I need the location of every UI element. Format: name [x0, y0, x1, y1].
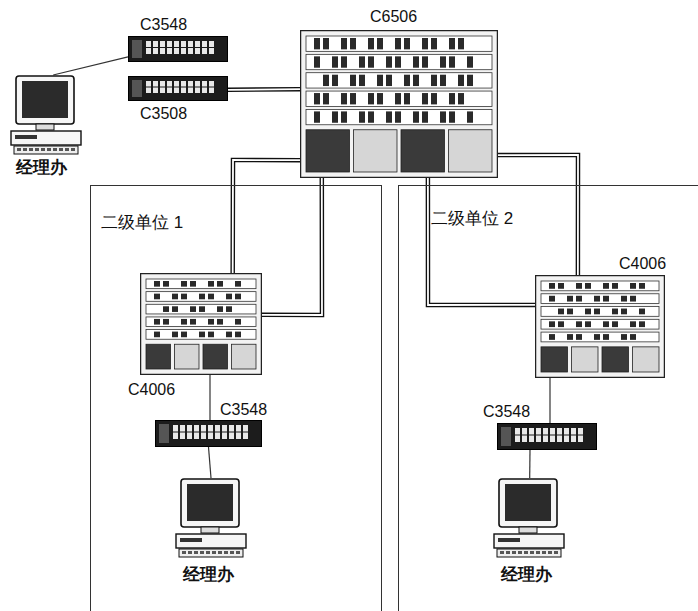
- link-inner: [233, 160, 300, 273]
- switch-drawing: [128, 76, 228, 101]
- cable-link: [53, 57, 128, 75]
- trunk-link: [233, 160, 300, 273]
- trunk-link: [262, 178, 322, 315]
- trunk-link: [428, 178, 535, 305]
- device-model: C3508: [140, 105, 187, 123]
- office-label: 经理办: [16, 159, 67, 177]
- link-line: [209, 447, 212, 478]
- unit-region: 二级单位 1 C4006C3548 经理办: [90, 185, 382, 611]
- computer-node: 经理办: [10, 75, 82, 155]
- office-label: 经理办: [501, 566, 552, 584]
- device-model: C4006: [128, 381, 175, 399]
- region-title: 二级单位 2: [431, 210, 513, 228]
- device-model: C3548: [483, 403, 530, 421]
- computer-node: 经理办: [493, 478, 565, 558]
- chassis-device: C4006: [535, 275, 665, 378]
- link-outer: [233, 160, 300, 273]
- link-line: [549, 378, 550, 423]
- chassis-drawing: [535, 275, 665, 378]
- link-line: [53, 57, 128, 75]
- device-model: C4006: [619, 255, 666, 273]
- pc-drawing: [175, 478, 247, 558]
- cable-link: [210, 375, 211, 420]
- link-line: [529, 450, 530, 478]
- computer-node: 经理办: [175, 478, 247, 558]
- cable-link: [209, 447, 212, 478]
- link-outer: [262, 178, 322, 315]
- region-title: 二级单位 1: [101, 214, 183, 232]
- cable-link: [550, 378, 551, 423]
- pc-drawing: [493, 478, 565, 558]
- device-model: C3548: [220, 401, 267, 419]
- chassis-device: C4006: [140, 273, 262, 375]
- device-model: C6506: [370, 8, 417, 26]
- switch-device: C3548: [128, 36, 228, 62]
- switch-drawing: [155, 420, 262, 447]
- chassis-drawing: [300, 30, 498, 178]
- pc-drawing: [10, 75, 82, 155]
- link-inner: [428, 178, 535, 305]
- unit-region: 二级单位 2 C4006C3548 经理办: [398, 185, 698, 611]
- link-outer: [228, 87, 300, 92]
- cable-link: [529, 450, 530, 478]
- office-label: 经理办: [183, 566, 234, 584]
- link-inner: [262, 178, 322, 315]
- trunk-link: [228, 89, 300, 91]
- link-inner: [228, 88, 300, 90]
- device-model: C3548: [140, 16, 187, 34]
- chassis-drawing: [140, 273, 262, 375]
- switch-device: C3508: [128, 76, 228, 101]
- link-line: [209, 375, 210, 420]
- chassis-device: C6506: [300, 30, 498, 178]
- link-outer: [428, 178, 535, 305]
- switch-device: C3548: [155, 420, 262, 447]
- switch-device: C3548: [497, 423, 597, 450]
- switch-drawing: [497, 423, 597, 450]
- switch-drawing: [128, 36, 228, 62]
